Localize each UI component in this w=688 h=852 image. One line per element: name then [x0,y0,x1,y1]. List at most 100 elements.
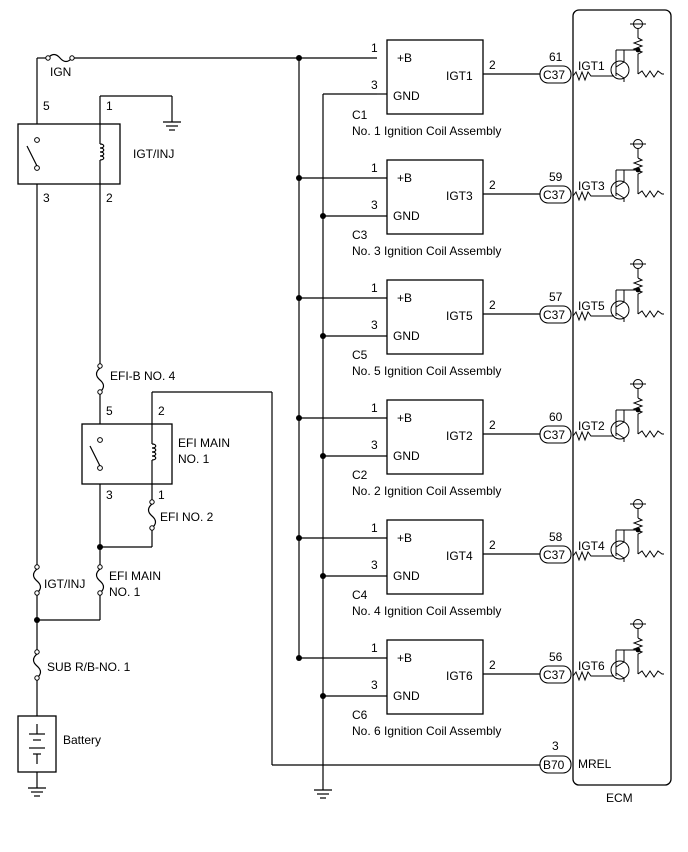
sub-rb-fuse-icon [32,653,42,679]
igt-inj-switch-icon [26,145,38,167]
pullup-resistor-icon [632,517,644,546]
coil-assembly-name: No. 6 Ignition Coil Assembly [352,724,501,738]
coil-plus-b-label: +B [397,51,412,65]
coil-signal-label: IGT2 [446,429,473,443]
coil-connector-label: C2 [352,468,368,482]
ecm-pin-number: 56 [549,650,563,664]
mrel-connection: B70 3 MREL [539,739,612,774]
coil-pin-b: 1 [371,281,378,295]
coil-gnd-label: GND [393,689,420,703]
efi-main-relay-label-1: EFI MAIN [178,436,230,450]
c37-connector [539,665,572,684]
c37-connector-label: C37 [543,308,565,322]
coil-pin-b: 1 [371,521,378,535]
coil-gnd-label: GND [393,449,420,463]
c37-connector-label: C37 [543,68,565,82]
coil-assembly-name: No. 2 Ignition Coil Assembly [352,484,501,498]
power-supply-section: IGN 5 1 3 2 IGT/INJ EFI-B NO. 4 [17,53,540,797]
c37-connector-label: C37 [543,548,565,562]
ign-fuse-label: IGN [50,65,71,79]
coil-assembly-name: No. 3 Ignition Coil Assembly [352,244,501,258]
ecm-signal-label: IGT4 [578,539,605,553]
coil-pin-out: 2 [489,658,496,672]
coil-signal-label: IGT5 [446,309,473,323]
input-resistor-icon [572,430,614,442]
ign-fuse-icon [47,53,73,63]
emitter-resistor-icon [637,310,664,318]
coil-assembly-name: No. 4 Ignition Coil Assembly [352,604,501,618]
efi-no2-fuse-icon [147,503,157,529]
coil-pin-b: 1 [371,641,378,655]
pullup-resistor-icon [632,157,644,186]
battery-label: Battery [63,733,101,747]
c37-connector [539,305,572,324]
ignition-coil-assembly [386,39,484,115]
igt-inj-relay-pin5: 5 [43,99,50,113]
coil-pin-out: 2 [489,58,496,72]
coil-pin-out: 2 [489,418,496,432]
input-resistor-icon [572,310,614,322]
ecm-box [572,9,672,786]
transistor-icon [610,180,630,200]
ecm-signal-label: IGT5 [578,299,605,313]
coil-pin-gnd: 3 [371,438,378,452]
efi-main-fuse-label-1: EFI MAIN [109,569,161,583]
coil-assembly-name: No. 1 Ignition Coil Assembly [352,124,501,138]
coil-connector-label: C4 [352,588,368,602]
coil-pin-gnd: 3 [371,678,378,692]
b70-connector [539,755,572,774]
coil-gnd-label: GND [393,209,420,223]
emitter-resistor-icon [637,550,664,558]
ground-icon [163,121,181,131]
efi-main-relay-pin1: 1 [158,488,165,502]
ignition-coil-assembly [386,159,484,235]
igt-inj-relay-pin1: 1 [106,99,113,113]
igt-inj-fuse-icon [32,568,42,594]
pullup-resistor-icon [632,637,644,666]
igt-inj-relay-pin3: 3 [43,191,50,205]
igt-inj-coil-icon [99,143,105,161]
input-resistor-icon [572,550,614,562]
coil-connector-label: C1 [352,108,368,122]
coil-pin-gnd: 3 [371,198,378,212]
coil-plus-b-label: +B [397,651,412,665]
transistor-icon [610,420,630,440]
efi-main-fuse-icon [95,568,105,594]
sub-rb-fuse-label: SUB R/B-NO. 1 [47,660,131,674]
ecm-pin-number: 61 [549,50,563,64]
coil-connector-label: C3 [352,228,368,242]
emitter-resistor-icon [637,670,664,678]
transistor-icon [610,300,630,320]
efi-main-fuse-label-2: NO. 1 [109,585,141,599]
coil-gnd-label: GND [393,89,420,103]
ignition-coil-assembly [386,639,484,715]
coil-signal-label: IGT4 [446,549,473,563]
ecm-signal-label: IGT3 [578,179,605,193]
coil-pin-out: 2 [489,298,496,312]
coil-signal-label: IGT3 [446,189,473,203]
mrel-pin-number: 3 [552,739,559,753]
transistor-icon [610,540,630,560]
efi-main-relay-label-2: NO. 1 [178,452,210,466]
emitter-resistor-icon [637,70,664,78]
emitter-resistor-icon [637,430,664,438]
coil-connector-label: C5 [352,348,368,362]
igt-inj-relay [17,123,121,185]
coil-assembly-name: No. 5 Ignition Coil Assembly [352,364,501,378]
coil-signal-label: IGT1 [446,69,473,83]
coil-plus-b-label: +B [397,531,412,545]
input-resistor-icon [572,190,614,202]
efi-main-relay-pin2: 2 [158,404,165,418]
bus-lines [296,55,377,799]
efi-main-relay-pin3: 3 [106,488,113,502]
ecm-pin-number: 60 [549,410,563,424]
coil-connector-label: C6 [352,708,368,722]
igt-inj-fuse-label: IGT/INJ [44,577,85,591]
ignition-coil-assembly [386,279,484,355]
